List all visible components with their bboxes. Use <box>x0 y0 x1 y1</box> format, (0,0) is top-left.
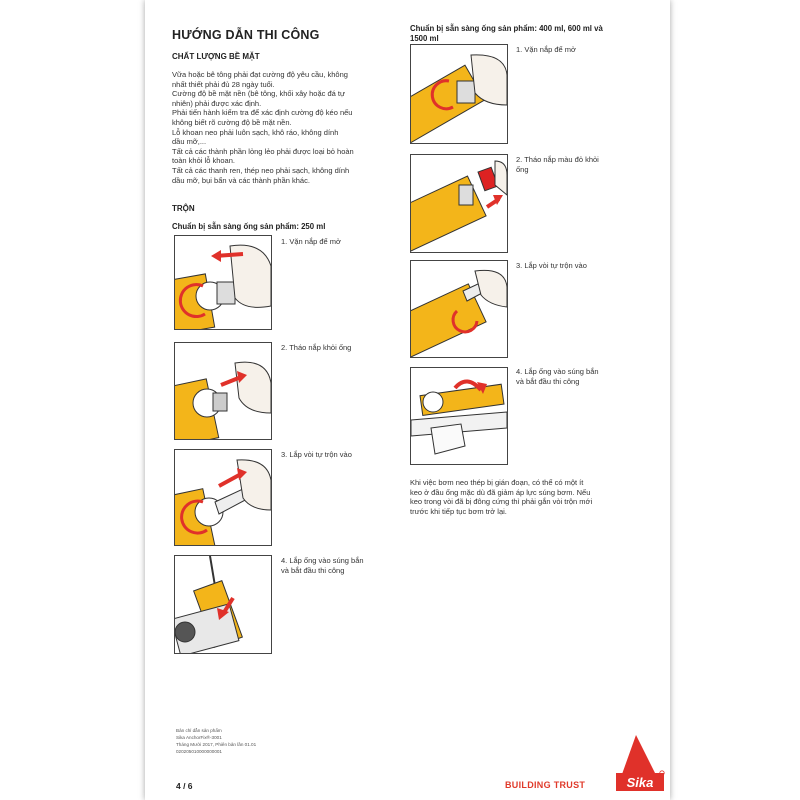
step-illustration-right-3 <box>410 260 508 358</box>
step-illustration-right-2 <box>410 154 508 253</box>
step-illustration-right-1 <box>410 44 508 144</box>
footer-version: Tháng Mười 2017, Phiên bản lần 01.01 <box>176 742 257 747</box>
step-right-1: 1. Vặn nắp để mở <box>516 45 576 54</box>
footer-product-name: Sika AnchorFix®-3001 <box>176 735 222 740</box>
right-subheading: Chuẩn bị sẵn sàng ống sản phẩm: 400 ml, … <box>410 24 603 43</box>
step-left-1: 1. Vặn nắp để mở <box>281 237 341 246</box>
footer-doc-code: 020205010000000001 <box>176 749 222 754</box>
step-right-3: 3. Lắp vòi tự trộn vào <box>516 261 587 270</box>
step-left-2: 2. Tháo nắp khỏi ống <box>281 343 352 352</box>
step-left-4: 4. Lắp ống vào súng bắn và bắt đầu thi c… <box>281 556 364 575</box>
step-right-4: 4. Lắp ống vào súng bắn và bắt đầu thi c… <box>516 367 599 386</box>
building-trust-slogan: BUILDING TRUST <box>505 780 586 790</box>
footer-doc-type: Bản chỉ dẫn sản phẩm <box>176 728 222 733</box>
step-right-2: 2. Tháo nắp màu đỏ khỏi ống <box>516 155 599 174</box>
step-illustration-left-1 <box>174 235 272 330</box>
svg-text:Sika: Sika <box>627 775 654 790</box>
interruption-note: Khi việc bơm neo thép bị gián đoạn, có t… <box>410 478 593 516</box>
step-illustration-left-2 <box>174 342 272 440</box>
sika-logo: Sika <box>616 735 665 791</box>
page-number: 4 / 6 <box>176 781 193 791</box>
step-illustration-left-4 <box>174 555 272 654</box>
mix-heading: TRỘN <box>172 204 195 213</box>
surface-quality-text: Vữa hoặc bê tông phải đạt cường độ yêu c… <box>172 70 354 185</box>
surface-quality-heading: CHẤT LƯỢNG BỀ MẶT <box>172 52 260 61</box>
step-left-3: 3. Lắp vòi tự trộn vào <box>281 450 352 459</box>
left-subheading: Chuẩn bị sẵn sàng ống sản phẩm: 250 ml <box>172 222 326 231</box>
page-title: HƯỚNG DẪN THI CÔNG <box>172 28 320 42</box>
step-illustration-right-4 <box>410 367 508 465</box>
step-illustration-left-3 <box>174 449 272 546</box>
